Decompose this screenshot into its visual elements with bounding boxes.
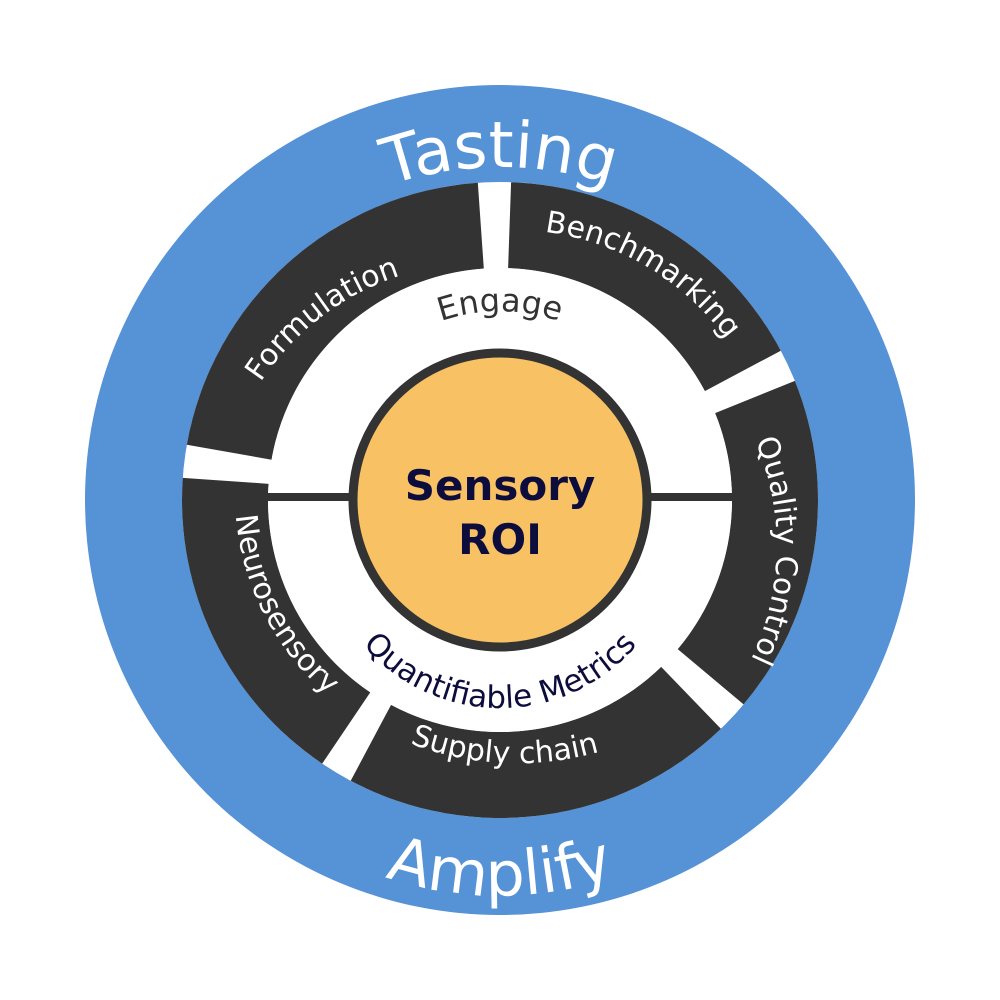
segment-formulation — [186, 182, 484, 460]
segment-neurosensory — [182, 477, 371, 764]
center-title-line1: Sensory — [405, 461, 596, 510]
segments-ring — [182, 182, 818, 818]
segment-quality-control — [677, 380, 818, 705]
segment-benchmarking — [508, 182, 781, 392]
segment-supply-chain — [350, 666, 721, 818]
center-title-line2: ROI — [458, 515, 542, 564]
center-circle — [348, 348, 652, 652]
